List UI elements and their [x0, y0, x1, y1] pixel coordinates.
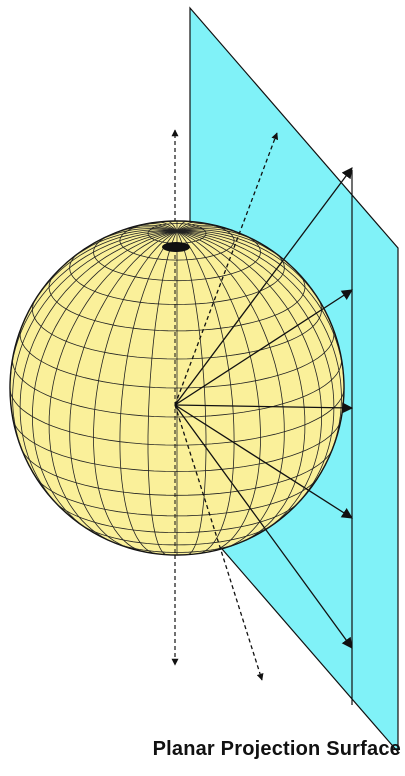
globe [10, 221, 344, 555]
north-pole-marker [162, 242, 190, 252]
plane-caption: Planar Projection Surface [0, 738, 401, 761]
